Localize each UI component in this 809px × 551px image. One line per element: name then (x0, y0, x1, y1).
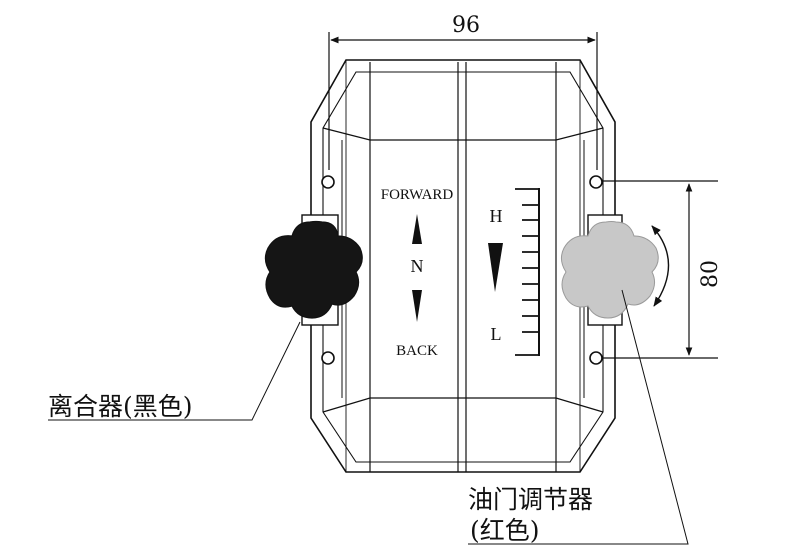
mount-hole-top-left (321, 175, 335, 189)
mount-hole-bottom-right (589, 351, 603, 365)
clutch-knob-shape[interactable] (264, 220, 363, 319)
forward-back-indicator: FORWARD N BACK (381, 187, 454, 359)
throttle-callout: 油门调节器 (红色) (468, 289, 689, 545)
throttle-scale: H L (488, 188, 540, 356)
throttle-label-line2: (红色) (470, 516, 540, 545)
high-label: H (490, 206, 503, 226)
box-inner-outline (322, 71, 604, 463)
dimension-label-80: 80 (698, 260, 723, 288)
throttle-knob[interactable] (560, 214, 670, 326)
clutch-callout: 离合器(黑色) (48, 321, 301, 421)
clutch-label: 离合器(黑色) (48, 392, 193, 421)
bevel-top (322, 127, 604, 141)
clutch-knob[interactable] (264, 214, 363, 326)
scale-ticks (515, 188, 539, 356)
throttle-label-line1: 油门调节器 (468, 485, 593, 514)
arrow-up-icon (412, 214, 422, 244)
dimension-label-96: 96 (452, 13, 480, 38)
clutch-leader-line (48, 321, 301, 421)
rotate-arrow-icon (651, 225, 670, 307)
low-label: L (491, 324, 502, 344)
dimension-80: 80 (598, 180, 723, 359)
arrow-down-icon (412, 290, 422, 322)
neutral-label: N (411, 256, 424, 276)
mount-hole-bottom-left (321, 351, 335, 365)
dimension-96: 96 (328, 13, 598, 170)
back-label: BACK (396, 343, 438, 359)
mount-hole-top-right (589, 175, 603, 189)
forward-label: FORWARD (381, 187, 454, 203)
throttle-leader-line (468, 289, 689, 545)
throttle-knob-shape[interactable] (560, 221, 659, 319)
bevel-bottom (322, 397, 604, 413)
mount-holes (321, 175, 603, 365)
throttle-wedge-icon (488, 243, 503, 292)
